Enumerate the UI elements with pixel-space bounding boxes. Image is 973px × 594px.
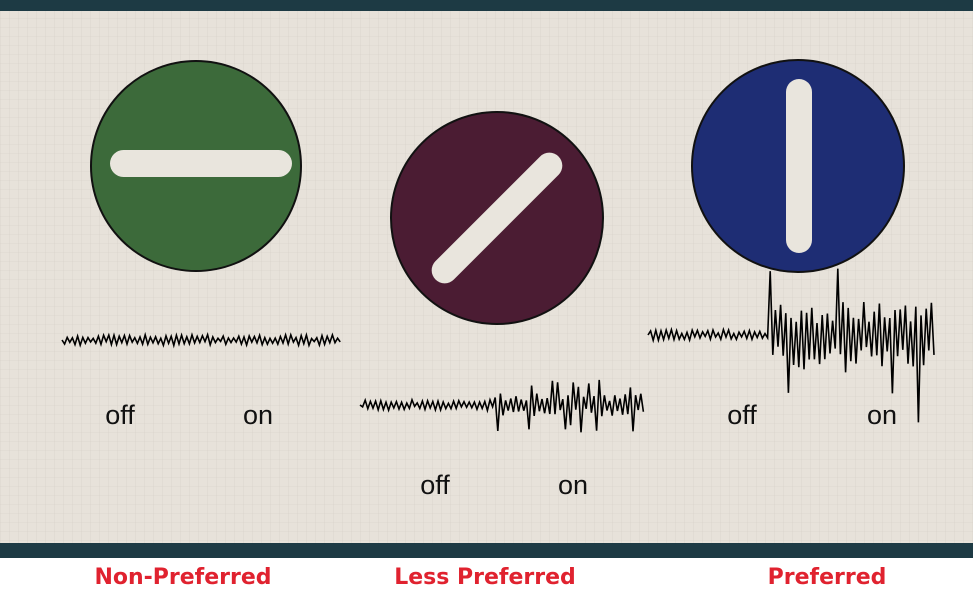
on-label: on: [867, 400, 897, 430]
signal-trace-preferred: [647, 268, 935, 423]
on-label: on: [243, 400, 273, 430]
signal-trace-non-preferred: [61, 331, 341, 349]
knob-non-preferred: [90, 60, 302, 272]
bottom-rule: [0, 543, 973, 558]
knob-slot-vertical: [786, 79, 812, 253]
knob-slot-diagonal: [431, 152, 563, 284]
off-label: off: [105, 400, 135, 430]
off-label: off: [420, 470, 450, 500]
knob-preferred: [691, 59, 905, 273]
caption-non-preferred: Non-Preferred: [94, 565, 272, 590]
diagram-panel: off on off on off on: [0, 0, 973, 558]
knob-slot-horizontal: [110, 150, 292, 177]
on-label: on: [558, 470, 588, 500]
caption-less-preferred: Less Preferred: [394, 565, 576, 590]
diagram-canvas: off on off on off on: [0, 0, 973, 558]
top-rule: [0, 0, 973, 11]
caption-preferred: Preferred: [767, 565, 887, 590]
knob-less-preferred: [390, 111, 604, 325]
off-label: off: [727, 400, 757, 430]
signal-trace-less-preferred: [359, 379, 645, 433]
